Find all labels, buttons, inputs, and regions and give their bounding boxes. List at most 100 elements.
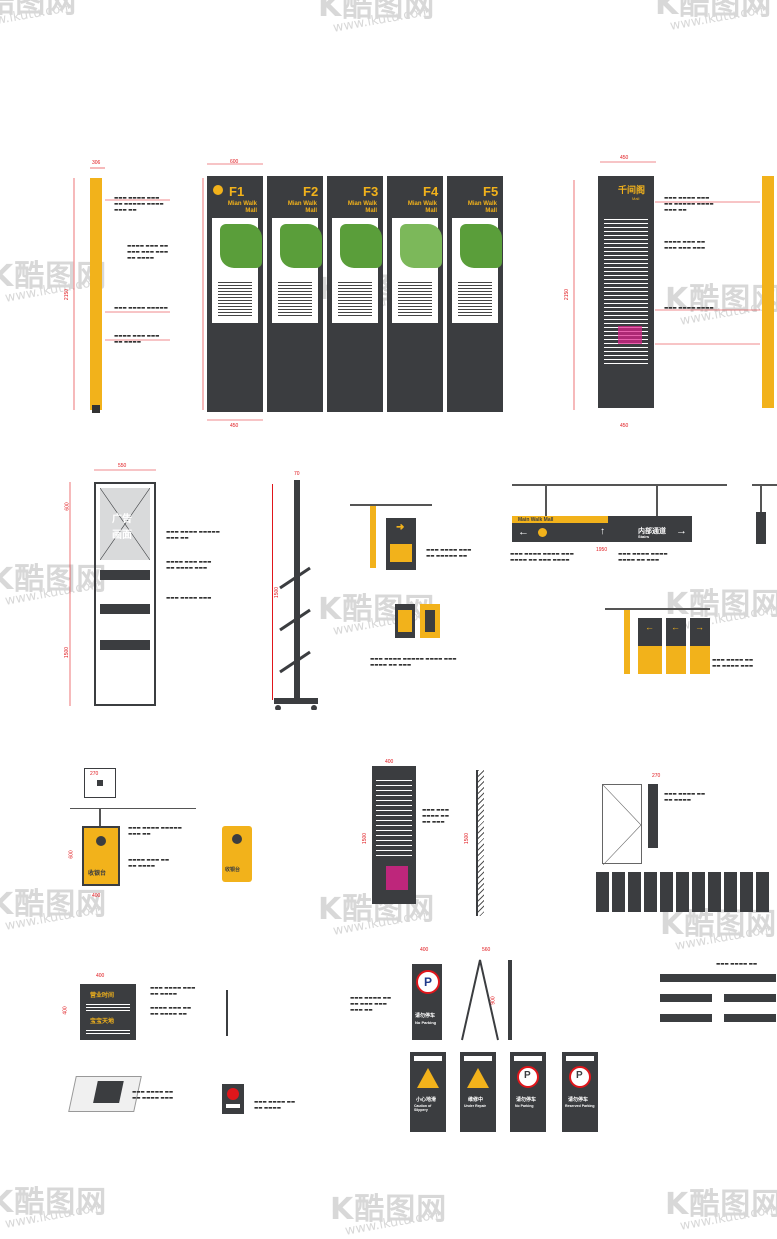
spec-note: ▬▬▬ ▬▬▬▬ ▬▬▬▬▬ ▬▬▬▬ xyxy=(150,986,196,998)
parking-en: No Parking xyxy=(415,1020,437,1025)
angled-sign xyxy=(68,1076,142,1112)
plaque xyxy=(660,1014,712,1022)
shelf xyxy=(100,570,150,580)
dim-label: 450 xyxy=(620,423,629,429)
warning-sign-slippery: 小心地滑 Caution of Slippery xyxy=(410,1052,446,1132)
floor-label: F5 xyxy=(483,184,499,199)
plan-view xyxy=(84,768,116,798)
dim-label: 1500 xyxy=(64,646,71,659)
dim-label: 270 xyxy=(652,773,661,779)
warning-en: Under Repair xyxy=(464,1104,486,1108)
plaque xyxy=(660,994,712,1002)
sign-side-view xyxy=(624,610,630,674)
spec-note: ▬▬▬ ▬▬▬▬ ▬▬▬▬▬ ▬▬▬▬▬ ▬▬▬▬▬▬▬ ▬▬ xyxy=(664,196,714,214)
dim-label: 560 xyxy=(482,947,491,953)
spec-note: ▬▬▬ ▬▬▬▬ ▬▬▬▬▬ ▬▬▬▬▬ ▬▬▬▬▬▬▬ ▬▬ xyxy=(114,196,164,214)
nameplate-row xyxy=(596,872,777,912)
warning-en: Reserved Parking xyxy=(565,1104,595,1108)
ceiling-line xyxy=(512,484,727,486)
cashier-label: 收银台 xyxy=(88,870,107,877)
floor-directory-panel xyxy=(452,218,502,323)
toilet-sign-variant xyxy=(395,604,415,638)
floor-label: F1 xyxy=(229,184,245,199)
spec-note: ▬▬▬ ▬▬▬▬ ▬▬▬▬ ▬▬▬▬ ▬▬▬ xyxy=(132,1090,174,1102)
spec-note: ▬▬▬ ▬▬▬▬ ▬▬▬▬▬▬▬▬ ▬▬ xyxy=(128,826,182,838)
ceiling-line xyxy=(752,484,777,486)
spec-note: ▬▬▬ ▬▬▬▬ ▬▬▬▬▬▬▬▬ ▬▬ ▬▬▬ xyxy=(618,552,668,564)
ad-label: 广告 xyxy=(112,514,132,525)
repair-icon xyxy=(467,1068,489,1088)
warning-cn: 小心地滑 xyxy=(416,1097,437,1103)
spec-note: ▬▬▬ ▬▬▬▬ ▬▬▬▬ ▬▬▬ ▬▬▬▬▬▬ ▬▬ xyxy=(350,996,392,1014)
spec-note: ▬▬▬ ▬▬▬▬ ▬▬▬▬ ▬▬▬▬ xyxy=(664,792,706,804)
parking-sign: P 请勿停车 No Parking xyxy=(412,964,442,1040)
escalator-sign: ← xyxy=(666,618,686,674)
dim-label: 400 xyxy=(420,947,429,953)
directory-sub: Mall xyxy=(632,196,640,201)
dim-label: 600 xyxy=(68,850,75,859)
spec-note: ▬▬▬▬ ▬▬▬ ▬▬▬▬ ▬▬▬▬ xyxy=(128,858,170,870)
floor-label: F4 xyxy=(423,184,439,199)
pylon-side-elevation xyxy=(762,176,774,408)
floor-label: F2 xyxy=(303,184,319,199)
pylon-side-elevation xyxy=(90,178,102,410)
ceiling-line xyxy=(605,608,710,610)
floor-directory-panel xyxy=(392,218,442,323)
spec-note: ▬▬▬▬ ▬▬▬ ▬▬▬▬▬ ▬▬▬▬ xyxy=(114,334,160,346)
spec-note: ▬▬▬▬ ▬▬▬ ▬▬▬▬▬ ▬▬▬ ▬▬▬▬▬ ▬▬▬▬ xyxy=(127,244,169,262)
ad-stand xyxy=(94,482,156,706)
sign-side-view xyxy=(370,506,376,568)
floor-map xyxy=(400,224,442,268)
banner-title: Main Walk Mall xyxy=(518,517,554,523)
spec-note: ▬▬▬ ▬▬▬▬ ▬▬ xyxy=(716,962,758,967)
cashier-icon xyxy=(96,836,106,846)
dim-label: 550 xyxy=(118,463,127,469)
toilet-icon xyxy=(390,544,412,562)
pylon-base xyxy=(92,405,100,413)
spec-note: ▬▬▬ ▬▬▬▬ ▬▬▬▬▬ ▬▬▬▬ ▬▬▬▬▬▬▬ ▬▬ ▬▬▬ xyxy=(370,657,457,669)
warning-sign-no-parking: P 请勿停车 No Parking xyxy=(510,1052,546,1132)
floor-label: F3 xyxy=(363,184,379,199)
cashier-sign-back: 收银台 xyxy=(222,826,252,882)
shelf xyxy=(100,604,150,614)
hook-rack-arms xyxy=(274,566,318,710)
spec-note: ▬▬▬▬ ▬▬▬ ▬▬▬▬▬ ▬▬▬▬ ▬▬▬ xyxy=(166,560,212,572)
hanger xyxy=(760,486,762,512)
dimension-line xyxy=(272,484,273,700)
warning-cn: 请勿停车 xyxy=(568,1097,589,1103)
dim-label: 600 xyxy=(64,502,71,511)
door-sign xyxy=(648,784,658,848)
info-board-side xyxy=(476,770,478,916)
plaque xyxy=(660,974,776,982)
arrow-up-icon: ↑ xyxy=(600,526,605,537)
escalator-sign: → xyxy=(690,618,710,674)
floor-directory-panel xyxy=(212,218,262,323)
hanger xyxy=(545,486,547,516)
dim-label: 900 xyxy=(490,996,497,1005)
dim-label: 400 xyxy=(385,759,394,765)
spec-note: ▬▬▬ ▬▬▬▬ ▬▬▬▬ ▬▬▬▬ xyxy=(254,1100,296,1112)
logo-icon xyxy=(213,185,223,195)
dim-label: 306 xyxy=(92,160,101,166)
floor-map xyxy=(460,224,502,268)
hours-sign: 营业时间 宝宝天地 xyxy=(80,984,136,1040)
hours-title: 宝宝天地 xyxy=(90,1018,115,1025)
dim-label: 450 xyxy=(230,423,239,429)
door-outline xyxy=(602,784,642,865)
parking-cn: 请勿停车 xyxy=(415,1013,436,1019)
floor-directory-panel xyxy=(332,218,382,323)
wall-hatch xyxy=(478,770,484,916)
